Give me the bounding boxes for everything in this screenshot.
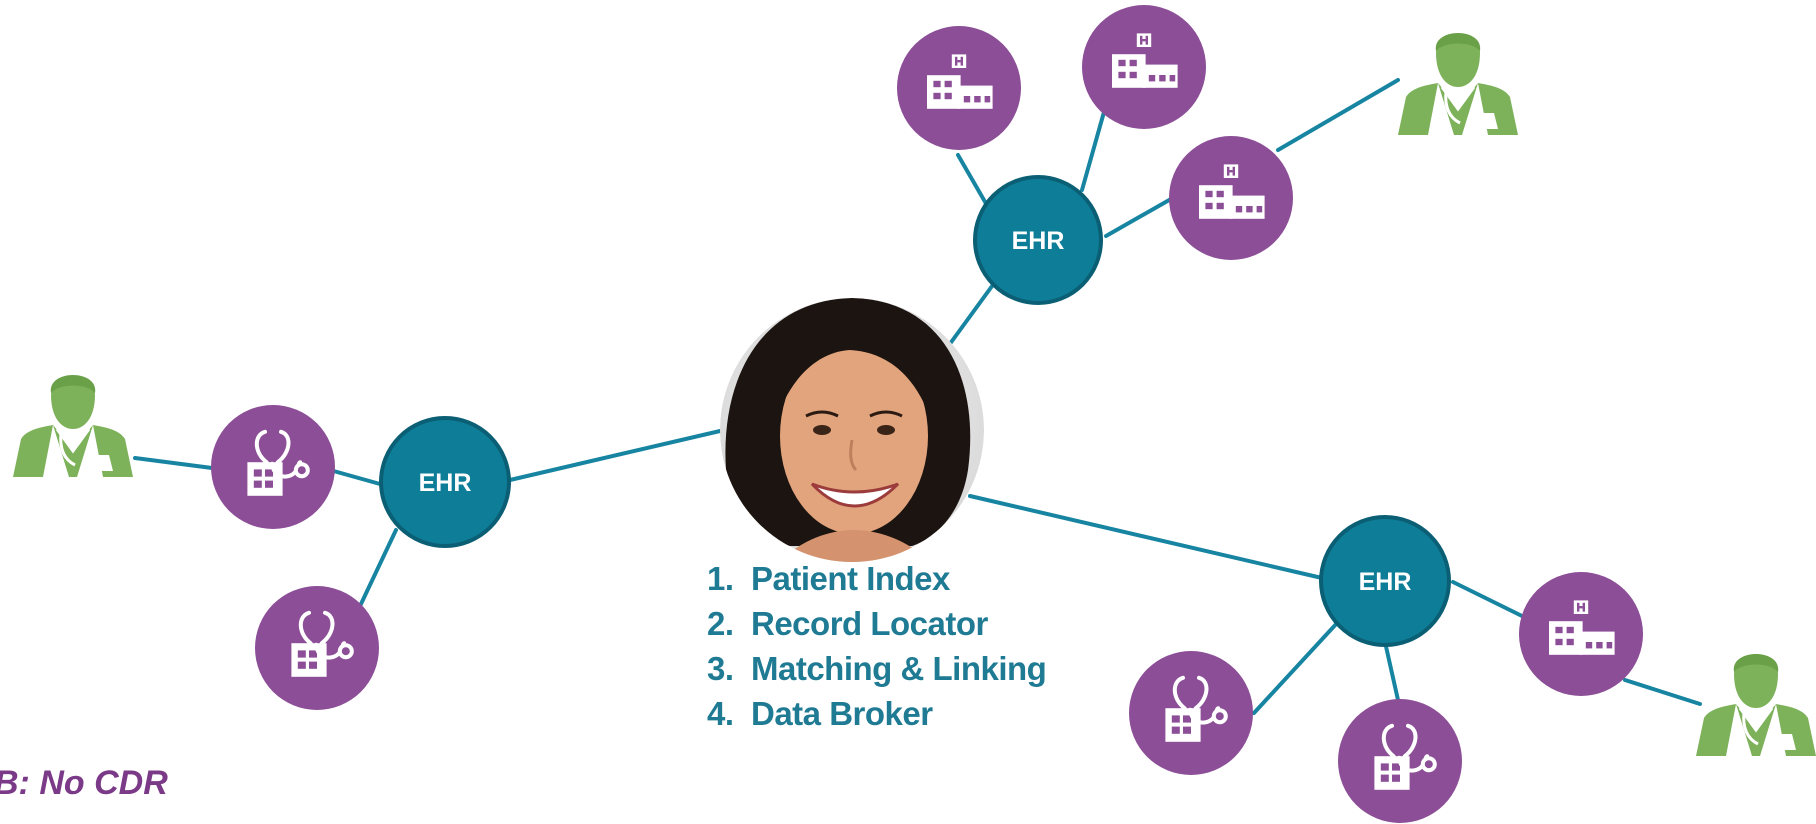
hospital-node [1169, 136, 1293, 260]
list-item-text: Record Locator [751, 605, 988, 642]
connector-line [328, 468, 382, 486]
connector-line [1104, 193, 1180, 238]
clinic-node [211, 405, 335, 529]
ehr-node-icon [973, 175, 1103, 305]
hospital-node [897, 26, 1021, 150]
clinic-node [255, 586, 379, 710]
connector-line [508, 429, 722, 482]
doctor-icon [11, 373, 135, 479]
list-item: 4. Data Broker [707, 691, 1046, 736]
ehr-label: EHR [1012, 227, 1065, 255]
ehr-label: EHR [1359, 568, 1412, 596]
doctor-icon [1694, 652, 1816, 758]
ehr-node-icon [1319, 515, 1451, 647]
footnote: B: No CDR [0, 764, 168, 802]
hospital-node [1082, 5, 1206, 129]
list-item: 2. Record Locator [707, 601, 1046, 646]
connector-line [942, 280, 997, 354]
list-item-text: Matching & Linking [751, 650, 1047, 687]
connector-line [1252, 620, 1340, 715]
connector-line [968, 494, 1324, 580]
patient-services-list: 1. Patient Index 2. Record Locator 3. Match… [707, 556, 1047, 736]
doctor-icon [1396, 31, 1520, 137]
ehr-label: EHR [419, 469, 472, 497]
connector-line [1080, 110, 1106, 192]
list-item-number: 4. [707, 695, 734, 732]
connector-line [133, 456, 214, 470]
list-item-text: Patient Index [751, 560, 950, 597]
list-item-text: Data Broker [751, 695, 933, 732]
clinic-node [1129, 651, 1253, 775]
list-item-number: 2. [707, 605, 734, 642]
list-item-number: 1. [707, 560, 734, 597]
list-item: 3. Matching & Linking [707, 646, 1047, 691]
hospital-node [1519, 572, 1643, 696]
list-item: 1. Patient Index [707, 556, 1046, 601]
connector-line [1623, 678, 1702, 706]
connector-line [1276, 78, 1400, 152]
list-item-number: 3. [707, 650, 734, 687]
connector-line [956, 153, 990, 209]
ehr-node-top: EHR [973, 175, 1103, 305]
ehr-node-left: EHR [379, 416, 511, 548]
ehr-node-right: EHR [1319, 515, 1451, 647]
ehr-node-icon [379, 416, 511, 548]
clinic-node [1338, 699, 1462, 823]
connector-line [1451, 580, 1524, 618]
connector-line [1383, 640, 1400, 702]
connector-lines [133, 78, 1702, 715]
patient-photo [720, 298, 984, 562]
